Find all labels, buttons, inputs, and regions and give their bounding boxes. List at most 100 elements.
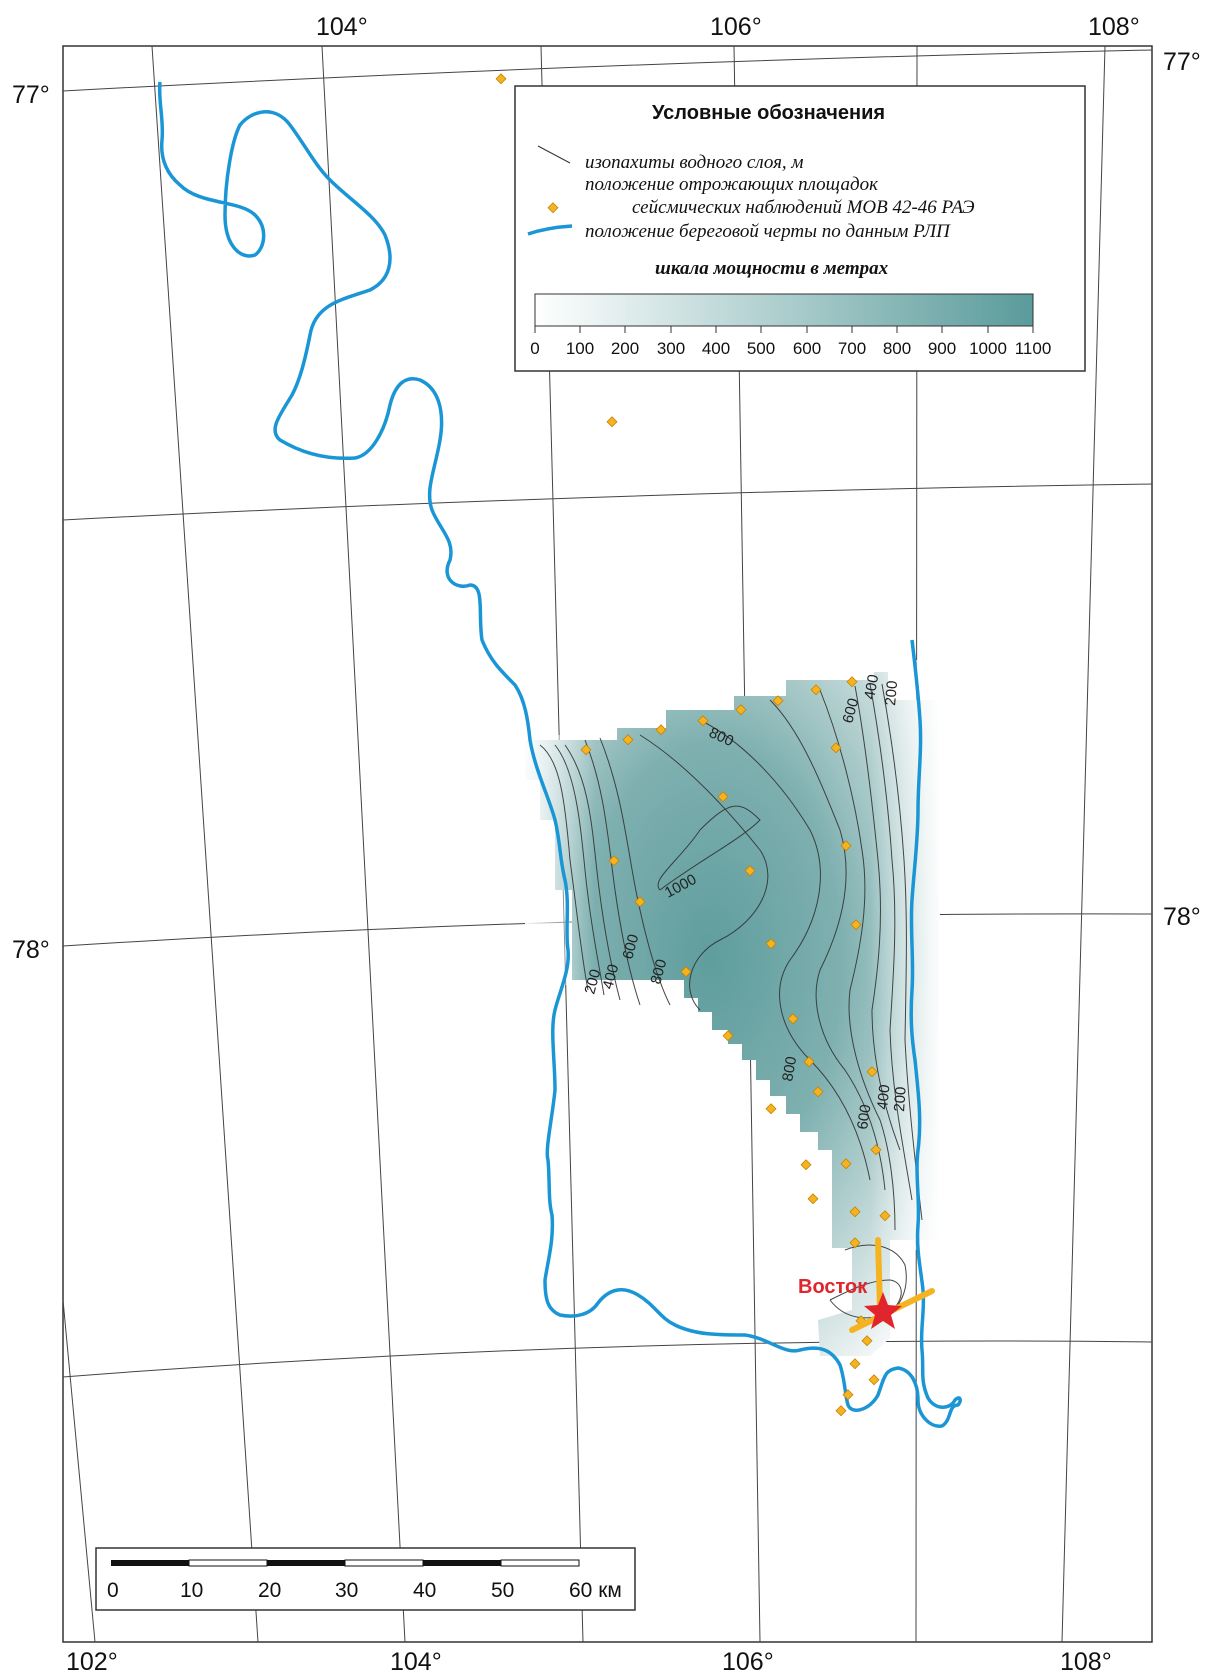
seismic-point	[495, 73, 507, 85]
meridian-102	[62, 1299, 96, 1643]
legend-isopach-text: изопахиты водного слоя, м	[585, 152, 804, 173]
seismic-point	[868, 1374, 880, 1386]
isopach-label: 200	[882, 680, 901, 706]
lon-label-bottom: 108°	[1060, 1648, 1112, 1675]
seismic-point	[772, 695, 784, 707]
seismic-point	[697, 715, 709, 727]
colorbar-label: 600	[793, 339, 821, 358]
meridian-108	[1061, 45, 1106, 1643]
colorbar-label: 1100	[1015, 339, 1052, 358]
lat-label-right: 77°	[1163, 48, 1201, 76]
parallel-77-5	[62, 483, 1153, 521]
seismic-point	[622, 734, 634, 746]
isopach-label: 400	[599, 962, 622, 991]
isopach-label: 200	[581, 967, 604, 996]
scale-bar-label: 10	[180, 1579, 203, 1602]
colorbar-ticks	[534, 326, 1034, 333]
lon-label-bottom: 104°	[390, 1648, 442, 1675]
thickness-grid	[525, 672, 939, 1356]
scale-bar-label: 0	[107, 1579, 119, 1602]
isopach-label: 600	[619, 932, 642, 961]
seismic-point	[680, 966, 692, 978]
seismic-point	[580, 744, 592, 756]
seismic-point	[722, 1030, 734, 1042]
scale-bar-label: 50	[491, 1579, 514, 1602]
seismic-points	[495, 73, 891, 1417]
seismic-point	[800, 1159, 812, 1171]
seismic-point	[608, 855, 620, 867]
seismic-point	[765, 938, 777, 950]
parallel-77	[62, 49, 1153, 92]
parallel-78-5	[62, 1340, 1153, 1378]
seismic-profile-n	[875, 1237, 883, 1311]
lon-label-top: 108°	[1088, 13, 1140, 41]
colorbar-label: 500	[747, 339, 775, 358]
legend-scale-title: шкала мощности в метрах	[655, 258, 889, 279]
seismic-point	[835, 1405, 847, 1417]
seismic-point	[744, 865, 756, 877]
seismic-point	[803, 1056, 815, 1068]
seismic-point	[870, 1144, 882, 1156]
colorbar-labels: 0 100 200 300 400 500 600 700 800 900 10…	[530, 339, 1051, 358]
colorbar-label: 900	[928, 339, 956, 358]
isopach-label: 600	[839, 696, 862, 725]
seismic-point	[765, 1103, 777, 1115]
seismic-point	[830, 742, 842, 754]
scale-bar-label: 40	[413, 1579, 436, 1602]
colorbar-label: 0	[530, 339, 539, 358]
seismic-point	[655, 724, 667, 736]
seismic-point	[879, 1210, 891, 1222]
seismic-point	[849, 1206, 861, 1218]
seismic-point	[840, 840, 852, 852]
seismic-point	[849, 1237, 861, 1249]
legend-seismic-text-1: положение отрожающих площадок	[585, 174, 879, 195]
isopach-label: 400	[861, 673, 882, 701]
legend-seismic-text-2: сейсмических наблюдений МОВ 42-46 РАЭ	[632, 197, 975, 218]
scale-bar: 0 10 20 30 40 50 60 км	[95, 1547, 636, 1611]
isopach-label: 800	[779, 1055, 800, 1083]
isopach-label: 400	[874, 1084, 894, 1111]
thickness-colorbar	[534, 293, 1034, 327]
isopach-label: 600	[854, 1103, 874, 1130]
meridian-104	[321, 45, 406, 1643]
coordinate-labels: 104° 106° 108° 102° 104° 106° 108° 77° 7…	[12, 13, 1201, 1675]
legend-shoreline-text: положение береговой черты по данным РЛП	[585, 221, 951, 242]
colorbar-label: 200	[611, 339, 639, 358]
lon-label-bottom: 106°	[722, 1648, 774, 1675]
legend-title: Условные обозначения	[652, 102, 885, 124]
station-label: Восток	[798, 1276, 868, 1298]
seismic-point	[807, 1193, 819, 1205]
scale-bar-label: 60 км	[569, 1579, 622, 1602]
seismic-point	[866, 1066, 878, 1078]
shoreline	[157, 81, 962, 1428]
scale-bar-label: 30	[335, 1579, 358, 1602]
shoreline-symbol	[527, 224, 573, 236]
seismic-point	[735, 704, 747, 716]
seismic-symbol	[547, 202, 559, 214]
isopach-label: 200	[891, 1086, 910, 1112]
legend: Условные обозначения изопахиты водного с…	[514, 85, 1086, 372]
seismic-point	[850, 919, 862, 931]
lat-label-right: 78°	[1163, 903, 1201, 931]
seismic-point	[842, 1389, 854, 1401]
star-icon	[864, 1292, 902, 1329]
isopach-label: 800	[647, 957, 670, 986]
lat-label-left: 78°	[12, 936, 50, 964]
lon-label-bottom: 102°	[66, 1648, 118, 1675]
seismic-point	[787, 1013, 799, 1025]
lon-label-top: 104°	[316, 13, 368, 41]
isopachs	[539, 683, 923, 1321]
vostok-station: Восток	[798, 1276, 902, 1329]
meridian-103	[151, 45, 259, 1643]
scale-bar-label: 20	[258, 1579, 281, 1602]
seismic-point	[849, 1358, 861, 1370]
colorbar-label: 100	[566, 339, 594, 358]
lon-label-top: 106°	[710, 13, 762, 41]
seismic-point	[812, 1086, 824, 1098]
colorbar-label: 800	[883, 339, 911, 358]
colorbar-label: 400	[702, 339, 730, 358]
seismic-point	[840, 1158, 852, 1170]
seismic-point	[634, 896, 646, 908]
isopach-symbol	[537, 145, 571, 164]
